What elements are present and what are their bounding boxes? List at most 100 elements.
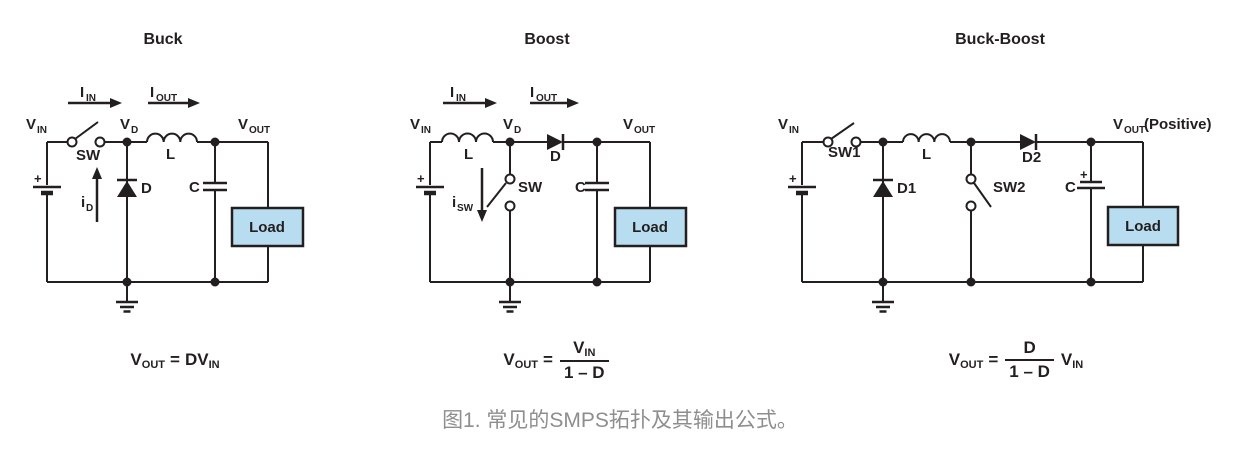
inductor-symbol — [902, 133, 951, 143]
load-box — [1106, 205, 1180, 247]
buck-boost-title: Buck-Boost — [955, 31, 1045, 48]
boost-wires — [429, 132, 651, 283]
buck-circuit-diagram: Load I IN I OUT V IN V D V OUT SW L D C … — [26, 84, 305, 313]
formula-fraction: VIN 1 – D — [559, 337, 609, 383]
diode1-symbol — [873, 178, 893, 197]
junction-dots — [122, 137, 220, 287]
boost-title: Boost — [524, 31, 570, 48]
buck-boost-circuit-diagram: Load V IN SW1 D1 L SW2 D2 C + + V OUT (P… — [778, 116, 1212, 313]
diode-label: D — [141, 180, 152, 197]
diode1-label: D1 — [897, 180, 916, 197]
switch-label: SW — [76, 147, 101, 164]
current-in-arrow — [443, 98, 497, 108]
battery-plus-label: + — [34, 171, 42, 186]
v-in-label: V — [778, 116, 788, 133]
v-d-label-sub: D — [514, 125, 521, 136]
capacitor-plus-label: + — [1080, 167, 1088, 182]
diode-symbol — [117, 178, 137, 197]
capacitor-symbol — [203, 181, 227, 192]
battery-plus-label: + — [789, 171, 797, 186]
v-in-label-sub: IN — [37, 125, 47, 136]
i-d-label: i — [81, 194, 85, 211]
formula-lhs: V — [503, 349, 515, 369]
figure-caption: 图1. 常见的SMPS拓扑及其输出公式。 — [442, 409, 798, 432]
i-in-label: I — [80, 84, 84, 101]
v-out-note-label: (Positive) — [1144, 116, 1212, 133]
switch1-label: SW1 — [828, 144, 861, 161]
formula-lhs: V — [130, 349, 142, 369]
capacitor-label: C — [575, 179, 586, 196]
i-d-label-sub: D — [86, 203, 93, 214]
battery-symbol — [33, 185, 61, 196]
formula-equals: = — [988, 350, 999, 369]
diode-current-arrow — [92, 167, 102, 222]
diode-symbol — [547, 134, 565, 150]
v-out-label-sub: OUT — [249, 125, 270, 136]
load-label: Load — [249, 219, 285, 236]
formula-equals: = — [170, 350, 180, 369]
capacitor-label: C — [1065, 179, 1076, 196]
capacitor-symbol — [585, 181, 609, 192]
i-sw-label-sub: SW — [457, 203, 474, 214]
formula-lhs-sub: OUT — [514, 358, 538, 371]
switch2-label: SW2 — [993, 179, 1026, 196]
diode2-label: D2 — [1022, 149, 1041, 166]
v-d-label: V — [503, 116, 513, 133]
battery-symbol — [788, 185, 816, 196]
fraction-numerator: D — [1023, 338, 1036, 357]
i-in-label-sub: IN — [86, 93, 96, 104]
switch-current-arrow — [477, 168, 487, 222]
v-out-label-sub: OUT — [1124, 125, 1145, 136]
load-box — [230, 206, 305, 248]
current-out-arrow — [148, 98, 200, 108]
v-out-label: V — [623, 116, 633, 133]
formula-rhs: DV — [184, 349, 209, 369]
formula-rhs: V — [1060, 349, 1073, 369]
diode2-symbol — [1020, 134, 1038, 150]
formula-equals: = — [543, 350, 553, 369]
inductor-label: L — [464, 146, 473, 163]
formula-lhs-sub: OUT — [141, 358, 165, 371]
v-in-label: V — [26, 116, 36, 133]
diode-label: D — [550, 148, 561, 165]
switch1-symbol — [822, 122, 862, 148]
v-d-label: V — [120, 116, 130, 133]
i-sw-label: i — [452, 194, 456, 211]
load-label: Load — [1125, 218, 1161, 235]
junction-dots — [878, 137, 1096, 287]
battery-symbol — [416, 185, 444, 196]
formula-rhs-sub: IN — [1072, 358, 1084, 371]
switch-symbol — [486, 173, 516, 212]
formula-rhs-sub: IN — [208, 358, 220, 371]
junction-dots — [505, 137, 602, 287]
fraction-denominator: 1 – D — [559, 359, 609, 383]
current-out-arrow — [530, 98, 579, 108]
fraction-numerator-sub: IN — [584, 346, 596, 359]
current-in-arrow — [68, 98, 122, 108]
switch2-symbol — [965, 173, 992, 212]
battery-plus-label: + — [417, 171, 425, 186]
fraction-numerator: V — [573, 337, 585, 357]
switch-label: SW — [518, 179, 543, 196]
boost-circuit-diagram: Load I IN I OUT V IN V D V OUT L D SW i … — [410, 84, 688, 313]
v-out-label-sub: OUT — [634, 125, 655, 136]
capacitor-label: C — [189, 179, 200, 196]
load-box — [613, 206, 688, 248]
v-in-label-sub: IN — [789, 125, 799, 136]
load-label: Load — [632, 219, 668, 236]
i-out-label-sub: OUT — [156, 93, 177, 104]
fraction-denominator: 1 – D — [1005, 359, 1054, 382]
i-out-label: I — [150, 84, 154, 101]
i-out-label: I — [530, 84, 534, 101]
i-out-label-sub: OUT — [536, 93, 557, 104]
v-out-label: V — [238, 116, 248, 133]
formula-lhs-sub: OUT — [960, 358, 984, 371]
v-in-label: V — [410, 116, 420, 133]
i-in-label: I — [450, 84, 454, 101]
inductor-symbol — [146, 132, 198, 143]
inductor-label: L — [922, 146, 931, 163]
buck-formula: VOUT = DVIN — [25, 338, 325, 382]
v-in-label-sub: IN — [421, 125, 431, 136]
buck-boost-formula: VOUT = D 1 – D VIN — [786, 338, 1240, 382]
